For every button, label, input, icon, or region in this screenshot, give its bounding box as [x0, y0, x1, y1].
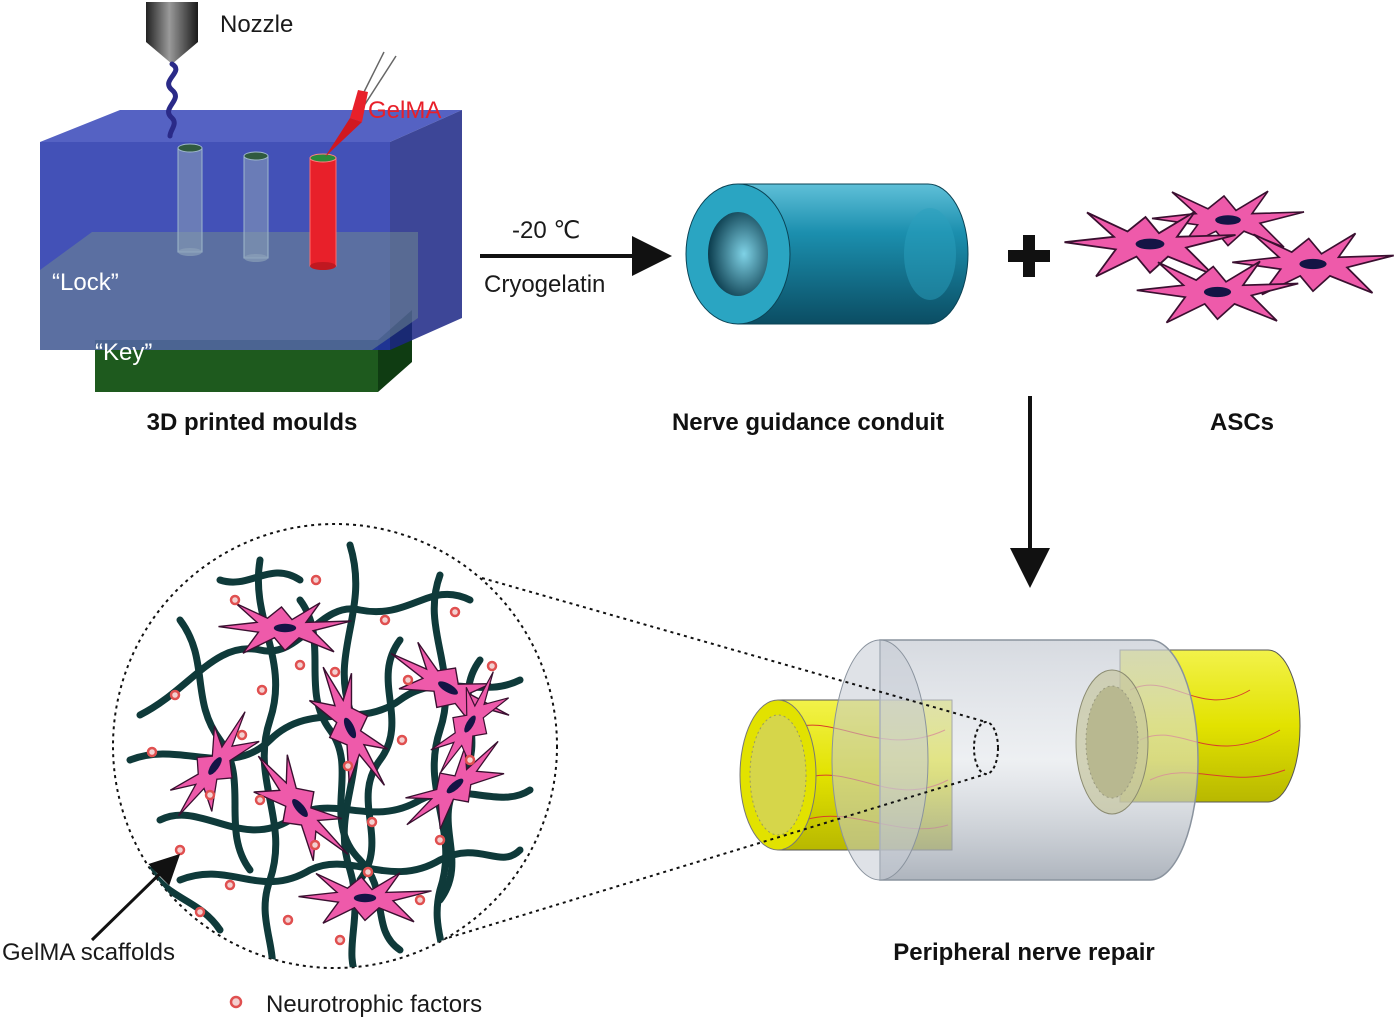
plus-icon: [1008, 235, 1050, 277]
mould-tube-2: [243, 151, 269, 262]
gelma-label: GelMA: [368, 97, 441, 124]
method-label: Cryogelatin: [484, 271, 605, 298]
neurotrophic-dots: [146, 574, 498, 946]
zoom-line-bottom: [381, 773, 987, 959]
cells-caption: ASCs: [1210, 409, 1274, 436]
legend: Neurotrophic factors: [229, 991, 482, 1018]
nozzle-icon: [146, 2, 198, 139]
lock-label: “Lock”: [52, 269, 119, 296]
cell: [1135, 260, 1300, 324]
scaffold-magnification: [112, 523, 558, 969]
cells-group: ASCs: [1063, 190, 1395, 436]
nozzle-label: Nozzle: [220, 11, 293, 38]
key-label: “Key”: [95, 339, 152, 366]
scaffold-label: GelMA scaffolds: [2, 939, 175, 966]
mould-tube-1: [177, 143, 203, 256]
repair-caption: Peripheral nerve repair: [893, 939, 1154, 966]
conduit-body: [737, 183, 969, 325]
conduit-group: Nerve guidance conduit: [672, 183, 969, 436]
mould-tube-gelma: [309, 153, 337, 270]
mould-group: Nozzle GelMA “Lock” “Key” 3D printed mou…: [40, 2, 462, 436]
mould-caption: 3D printed moulds: [147, 409, 358, 436]
pipette-icon: [325, 51, 397, 157]
zoom-line-top: [481, 577, 987, 723]
process-arrow-group: -20 ℃ Cryogelatin: [480, 217, 672, 298]
legend-label: Neurotrophic factors: [266, 991, 482, 1018]
nerve-repair-group: Peripheral nerve repair: [739, 639, 1301, 966]
conduit-caption: Nerve guidance conduit: [672, 409, 944, 436]
conduit-lumen: [708, 212, 768, 296]
scaffold-pointer: [90, 853, 181, 942]
repair-conduit-end: [831, 639, 929, 881]
temperature-label: -20 ℃: [512, 217, 580, 244]
neurotrophic-factor-icon: [229, 995, 243, 1009]
